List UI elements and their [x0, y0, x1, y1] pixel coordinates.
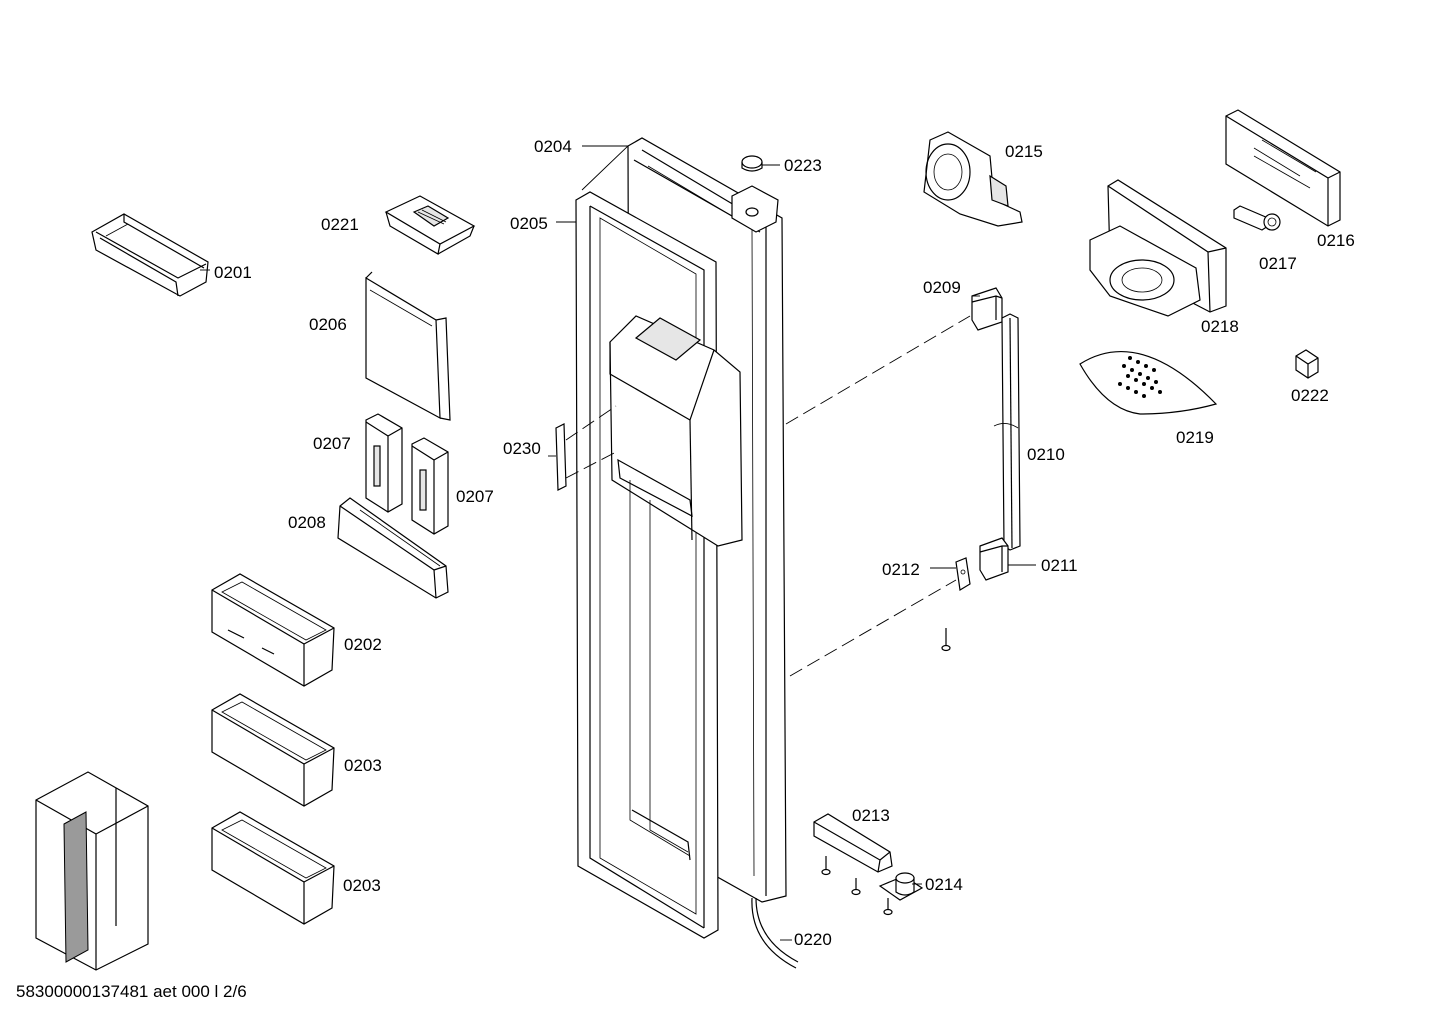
part-0202-door-bin[interactable] [211, 573, 335, 687]
part-0221-cover[interactable] [384, 195, 476, 255]
part-0222-switch[interactable] [1295, 349, 1319, 379]
label-0206: 0206 [309, 315, 347, 334]
part-0209-hinge-cover[interactable] [971, 287, 1003, 331]
part-0215-motor[interactable] [923, 131, 1023, 227]
part-0230-bracket[interactable] [555, 405, 617, 491]
label-0203-b: 0203 [343, 876, 381, 895]
screws-bottom [821, 856, 893, 916]
part-0206-panel[interactable] [365, 271, 451, 421]
part-0211-hinge[interactable] [979, 537, 1009, 581]
screw-hinge [941, 628, 951, 652]
part-0208-tray[interactable] [337, 497, 449, 599]
label-0205: 0205 [510, 214, 548, 233]
label-0222: 0222 [1291, 386, 1329, 405]
part-0218-housing[interactable] [1089, 179, 1227, 317]
label-0220: 0220 [794, 930, 832, 949]
part-0201-door-shelf[interactable] [91, 213, 209, 297]
label-0208: 0208 [288, 513, 326, 532]
label-0207-b: 0207 [456, 487, 494, 506]
leader-0204 [581, 145, 630, 191]
part-0210-rod[interactable] [993, 313, 1021, 551]
part-0205-door-liner[interactable] [575, 191, 743, 939]
label-0223: 0223 [784, 156, 822, 175]
part-0212-plate[interactable] [955, 557, 971, 591]
document-code: 58300000137481 aet 000 l 2/6 [16, 982, 247, 1001]
part-0203-door-bin-a[interactable] [211, 693, 335, 807]
label-0219: 0219 [1176, 428, 1214, 447]
part-0217-valve[interactable] [1233, 205, 1281, 231]
label-0203-a: 0203 [344, 756, 382, 775]
label-0202: 0202 [344, 635, 382, 654]
label-0204: 0204 [534, 137, 572, 156]
label-0221: 0221 [321, 215, 359, 234]
label-0216: 0216 [1317, 231, 1355, 250]
label-0201: 0201 [214, 263, 252, 282]
part-0213-bottom-bracket[interactable] [813, 813, 893, 873]
part-0203-door-bin-b[interactable] [211, 811, 335, 925]
part-0207-cold-pack-right[interactable] [411, 437, 449, 535]
part-0214-bushing[interactable] [878, 872, 924, 901]
part-0220-cable[interactable] [751, 897, 799, 969]
label-0207-a: 0207 [313, 434, 351, 453]
label-0211: 0211 [1041, 556, 1078, 575]
part-0223-plug[interactable] [741, 155, 763, 172]
label-0214: 0214 [925, 875, 963, 894]
label-0212: 0212 [882, 560, 920, 579]
part-0216-control-board[interactable] [1225, 109, 1341, 227]
part-0219-grille-cover[interactable] [1079, 350, 1218, 415]
assembly-line-top [785, 315, 971, 425]
appliance-overview-thumbnail [35, 771, 149, 971]
label-0217: 0217 [1259, 254, 1297, 273]
label-0209: 0209 [923, 278, 961, 297]
label-0230: 0230 [503, 439, 541, 458]
label-0218: 0218 [1201, 317, 1239, 336]
label-0210: 0210 [1027, 445, 1065, 464]
assembly-line-bottom [789, 579, 957, 677]
label-0215: 0215 [1005, 142, 1043, 161]
label-0213: 0213 [852, 806, 890, 825]
part-0207-cold-pack-left[interactable] [365, 413, 403, 513]
